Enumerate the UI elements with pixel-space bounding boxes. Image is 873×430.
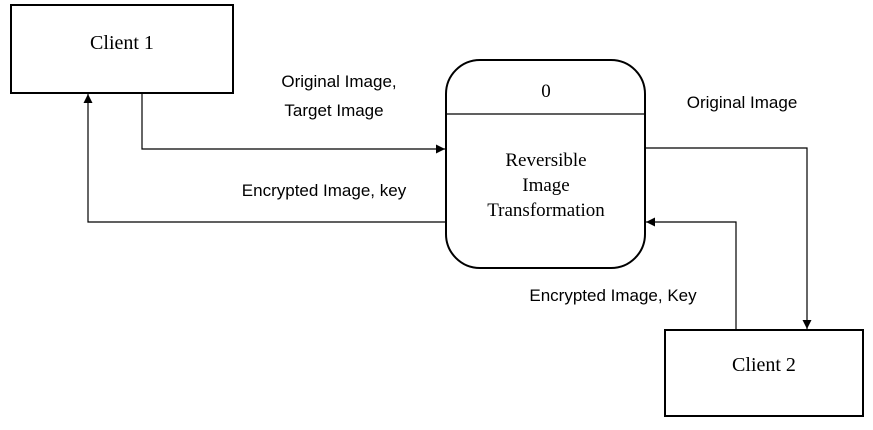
process-label-line-1: Reversible	[505, 150, 586, 171]
flow-arrow-client2-to-process	[646, 217, 737, 330]
flow-arrow-client1-to-process	[141, 93, 445, 154]
client1-box	[10, 4, 234, 94]
flow-label-process-to-client2: Original Image	[687, 93, 798, 112]
process-reversible-image-transformation: 0 Reversible Image Transformation	[445, 59, 646, 269]
client2-label: Client 2	[732, 354, 796, 376]
process-number: 0	[541, 81, 551, 102]
client2-entity: Client 2	[664, 329, 864, 417]
flow-arrow-process-to-client1	[83, 94, 446, 223]
flow-label-client1-to-process-line-2: Target Image	[284, 101, 383, 120]
client1-label: Client 1	[90, 32, 154, 54]
flow-arrow-process-to-client2	[645, 147, 812, 329]
flow-label-client2-to-process: Encrypted Image, Key	[529, 286, 697, 305]
process-label-line-2: Image	[522, 175, 569, 196]
process-box	[445, 59, 646, 269]
client2-box	[664, 329, 864, 417]
flow-label-process-to-client1: Encrypted Image, key	[242, 181, 407, 200]
flow-label-client1-to-process-line-1: Original Image,	[281, 72, 396, 91]
client1-entity: Client 1	[10, 4, 234, 94]
process-label-line-3: Transformation	[487, 200, 605, 221]
